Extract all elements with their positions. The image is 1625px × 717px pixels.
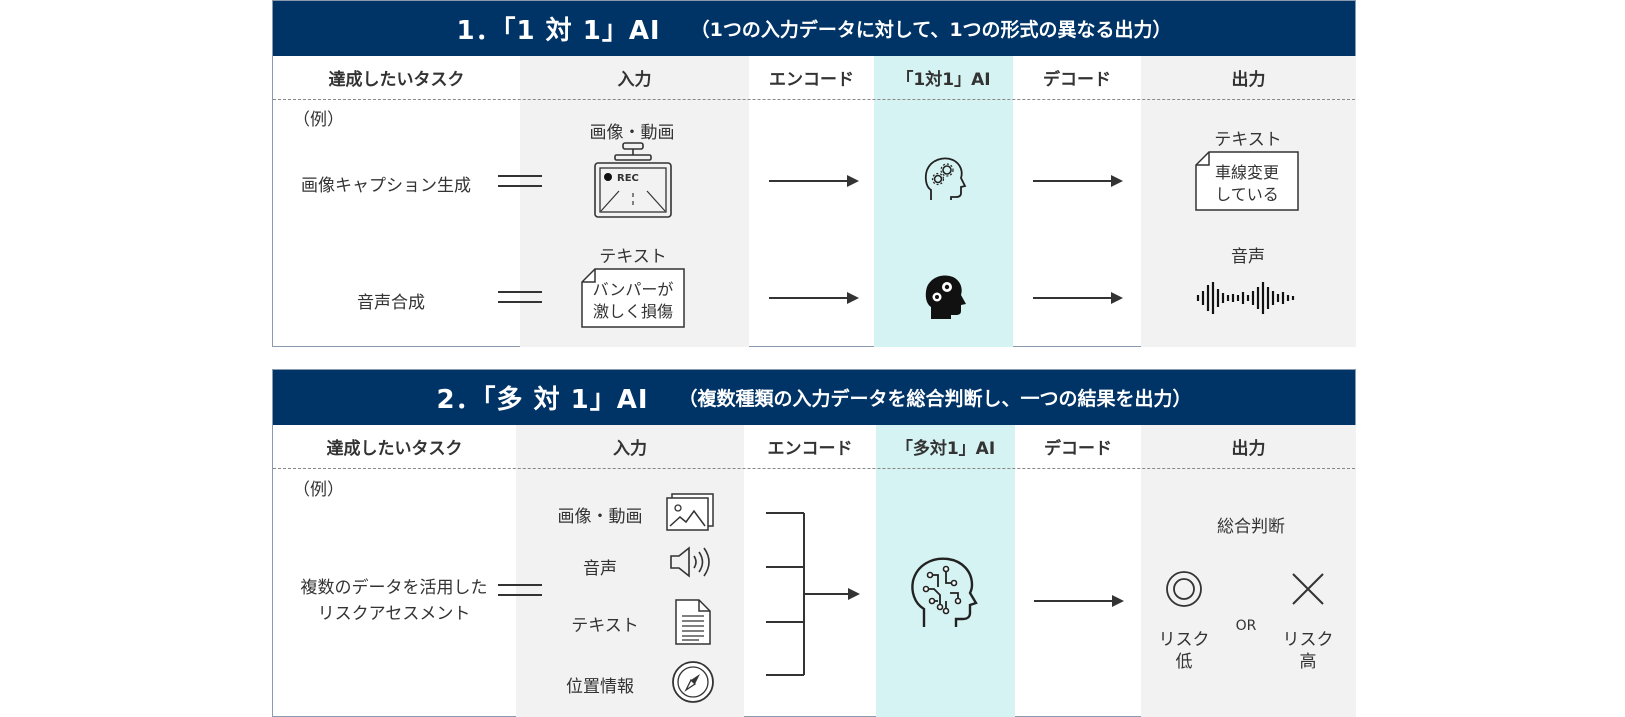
ai-head-solid-icon <box>925 275 966 319</box>
ai-head-circuit-icon <box>911 557 978 627</box>
section-many-to-one: 2．「多 対 1」AI （複数種類の入力データを総合判断し、一つの結果を出力） … <box>272 369 1356 717</box>
input-label: テキスト <box>599 247 667 267</box>
input-doc-line2: 激しく損傷 <box>592 302 674 321</box>
header-encode: エンコード <box>767 439 853 459</box>
header-decode: デコード <box>1044 439 1112 459</box>
output-label: 音声 <box>1231 247 1265 267</box>
decode-arrow <box>1033 292 1123 304</box>
example-label: （例） <box>293 110 344 130</box>
task-label: 音声合成 <box>357 293 425 313</box>
speaker-icon <box>670 546 710 578</box>
image-icon <box>666 493 714 531</box>
output-doc-line2: している <box>1215 185 1279 204</box>
header-task: 達成したいタスク <box>326 439 463 459</box>
equals-sign <box>498 175 542 187</box>
high-risk-cross-icon <box>1292 573 1324 605</box>
audio-waveform-icon <box>1196 282 1295 314</box>
input-text-document <box>581 268 685 328</box>
rec-badge: REC <box>617 173 639 184</box>
section-title: 2．「多 対 1」AI <box>436 385 649 415</box>
header-ai: 「1対1」AI <box>896 70 991 90</box>
input-item-label: 音声 <box>583 559 617 579</box>
encode-arrow <box>769 292 859 304</box>
task-label: 画像キャプション生成 <box>301 176 471 196</box>
output-doc-line1: 車線変更 <box>1214 163 1280 182</box>
task-label-line1: 複数のデータを活用した <box>300 578 488 598</box>
dashcam-icon <box>594 142 672 218</box>
input-item-label: 画像・動画 <box>557 507 643 527</box>
section-subtitle: （1つの入力データに対して、1つの形式の異なる出力） <box>690 19 1172 41</box>
input-label: 画像・動画 <box>589 123 675 143</box>
output-label: テキスト <box>1214 130 1282 150</box>
decode-arrow <box>1034 595 1124 607</box>
header-divider <box>273 99 1355 100</box>
header-output: 出力 <box>1231 70 1266 90</box>
high-risk-line1: リスク <box>1282 630 1334 650</box>
header-ai: 「多対1」AI <box>895 439 996 459</box>
example-label: （例） <box>293 480 344 500</box>
input-doc-line1: バンパーが <box>592 280 674 299</box>
decode-arrow <box>1033 175 1123 187</box>
compass-icon <box>672 661 714 703</box>
output-column-bg <box>1141 425 1356 717</box>
encode-arrow <box>769 175 859 187</box>
input-item-label: テキスト <box>571 616 639 636</box>
low-risk-line2: 低 <box>1175 652 1193 672</box>
header-input: 入力 <box>617 70 652 90</box>
section-title-bar: 1．「1 対 1」AI （1つの入力データに対して、1つの形式の異なる出力） <box>273 1 1355 56</box>
header-task: 達成したいタスク <box>328 70 465 90</box>
section-title-bar: 2．「多 対 1」AI （複数種類の入力データを総合判断し、一つの結果を出力） <box>273 370 1355 425</box>
task-label-line2: リスクアセスメント <box>317 604 471 624</box>
merge-bracket-arrow <box>766 512 860 676</box>
low-risk-circle-icon <box>1166 571 1202 607</box>
ai-head-gears-icon <box>924 157 967 200</box>
low-risk-line1: リスク <box>1158 630 1210 650</box>
output-label: 総合判断 <box>1217 517 1285 537</box>
document-icon <box>675 599 711 645</box>
equals-sign <box>498 291 542 303</box>
header-encode: エンコード <box>769 70 854 90</box>
equals-sign <box>498 584 542 596</box>
header-divider <box>273 468 1355 469</box>
header-input: 入力 <box>613 439 647 459</box>
or-label: OR <box>1235 618 1257 634</box>
input-item-label: 位置情報 <box>566 677 634 697</box>
header-output: 出力 <box>1231 439 1266 459</box>
header-decode: デコード <box>1043 70 1111 90</box>
section-title: 1．「1 対 1」AI <box>456 16 661 46</box>
output-text-document <box>1195 151 1299 211</box>
section-subtitle: （複数種類の入力データを総合判断し、一つの結果を出力） <box>678 388 1192 410</box>
section-one-to-one: 1．「1 対 1」AI （1つの入力データに対して、1つの形式の異なる出力） 達… <box>272 0 1356 347</box>
high-risk-line2: 高 <box>1299 652 1317 672</box>
